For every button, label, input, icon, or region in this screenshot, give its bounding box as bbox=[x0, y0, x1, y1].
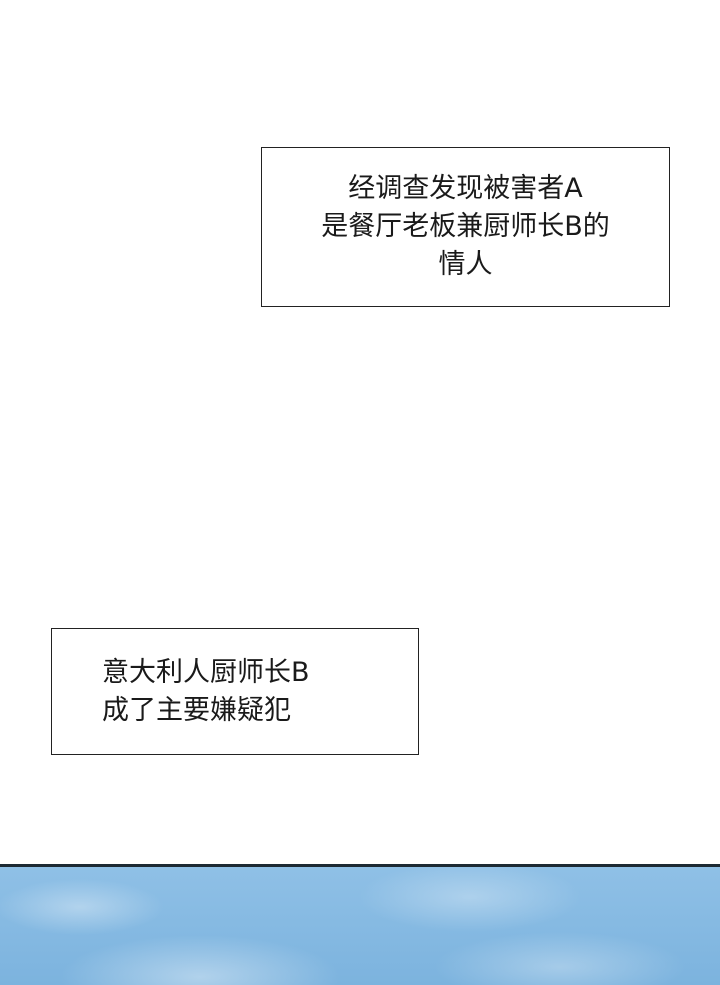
caption-box-2: 意大利人厨师长B 成了主要嫌疑犯 bbox=[51, 628, 419, 755]
caption-line: 意大利人厨师长B bbox=[102, 656, 310, 688]
caption-line: 是餐厅老板兼厨师长B的 bbox=[321, 211, 610, 242]
caption-line: 情人 bbox=[438, 249, 493, 280]
caption-line: 经调查发现被害者A bbox=[348, 173, 583, 204]
caption-box-1: 经调查发现被害者A 是餐厅老板兼厨师长B的 情人 bbox=[261, 147, 670, 307]
sky-panel bbox=[0, 864, 720, 985]
caption-line: 成了主要嫌疑犯 bbox=[102, 694, 291, 726]
